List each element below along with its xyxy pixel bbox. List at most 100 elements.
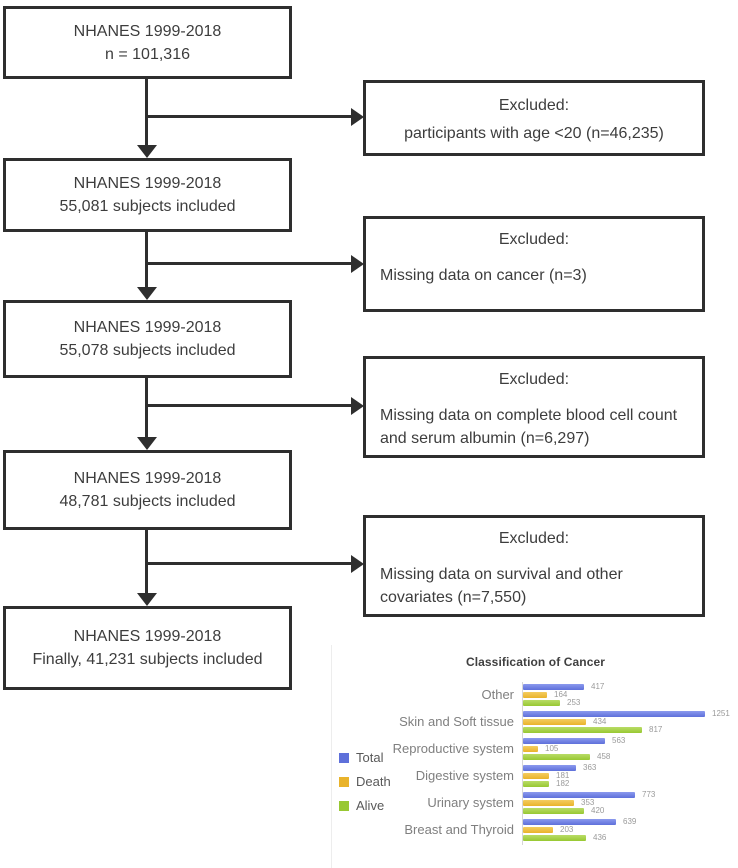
bar-total — [523, 737, 605, 744]
value-label: 639 — [623, 816, 637, 826]
legend-label: Total — [356, 750, 384, 765]
arrow-right-icon — [351, 397, 364, 415]
flow-box-line2: 48,781 subjects included — [59, 493, 236, 510]
excluded-box-age: Excluded: participants with age <20 (n=4… — [363, 80, 705, 156]
arrow-down-icon — [137, 593, 157, 606]
value-label: 1251 — [712, 708, 730, 718]
category-label: Skin and Soft tissue — [399, 714, 514, 729]
legend-swatch-icon — [339, 776, 349, 787]
value-label: 434 — [593, 716, 607, 726]
legend-item-death: Death — [339, 774, 391, 789]
bar-death — [523, 691, 547, 698]
flow-box-final-sample: NHANES 1999-2018 Finally, 41,231 subject… — [3, 606, 292, 690]
value-label: 363 — [583, 762, 597, 772]
value-label: 417 — [591, 681, 605, 691]
flow-box-step-4: NHANES 1999-2018 48,781 subjects include… — [3, 450, 292, 530]
bar-death — [523, 772, 549, 779]
bar-death — [523, 745, 538, 752]
legend-item-alive: Alive — [339, 798, 391, 813]
category-label: Breast and Thyroid — [404, 822, 514, 837]
chart-title: Classification of Cancer — [465, 655, 606, 669]
value-label: 203 — [560, 824, 574, 834]
excluded-title: Excluded: — [498, 231, 570, 248]
flow-box-line1: NHANES 1999-2018 — [73, 470, 222, 487]
flow-box-total-sample: NHANES 1999-2018 n = 101,316 — [3, 6, 292, 79]
chart-row: Breast and Thyroid 639 203 436 — [332, 816, 738, 843]
excluded-box-covariates-missing: Excluded: Missing data on survival and o… — [363, 515, 705, 617]
bar-total — [523, 683, 584, 690]
flow-box-line1: NHANES 1999-2018 — [73, 175, 222, 192]
value-label: 182 — [556, 778, 570, 788]
value-label: 773 — [642, 789, 656, 799]
value-label: 253 — [567, 697, 581, 707]
value-label: 181 — [556, 770, 570, 780]
bar-death — [523, 826, 553, 833]
value-label: 458 — [597, 751, 611, 761]
flow-box-step-2: NHANES 1999-2018 55,081 subjects include… — [3, 158, 292, 232]
excluded-box-cancer-missing: Excluded: Missing data on cancer (n=3) — [363, 216, 705, 312]
bar-alive — [523, 834, 586, 841]
connector-line — [145, 378, 148, 437]
category-label: Digestive system — [415, 768, 514, 783]
value-label: 105 — [545, 743, 559, 753]
arrow-right-icon — [351, 108, 364, 126]
bar-death — [523, 799, 574, 806]
bar-total — [523, 791, 635, 798]
excluded-title: Excluded: — [498, 97, 570, 114]
arrow-down-icon — [137, 287, 157, 300]
value-label: 563 — [612, 735, 626, 745]
value-label: 420 — [591, 805, 605, 815]
connector-line — [145, 79, 148, 145]
flow-box-line2: Finally, 41,231 subjects included — [32, 651, 263, 668]
value-label: 817 — [649, 724, 663, 734]
bar-death — [523, 718, 586, 725]
flow-box-step-3: NHANES 1999-2018 55,078 subjects include… — [3, 300, 292, 378]
legend-swatch-icon — [339, 800, 349, 811]
flow-box-line1: NHANES 1999-2018 — [73, 628, 222, 645]
excluded-detail: Missing data on cancer (n=3) — [380, 267, 587, 284]
connector-line — [146, 404, 352, 407]
value-label: 436 — [593, 832, 607, 842]
arrow-down-icon — [137, 437, 157, 450]
arrow-right-icon — [351, 555, 364, 573]
excluded-detail: participants with age <20 (n=46,235) — [404, 125, 664, 142]
bar-total — [523, 818, 616, 825]
legend-label: Death — [356, 774, 391, 789]
flow-box-line1: NHANES 1999-2018 — [73, 319, 222, 336]
bar-alive — [523, 780, 549, 787]
excluded-detail: Missing data on complete blood cell coun… — [380, 407, 678, 447]
bar-alive — [523, 699, 560, 706]
connector-line — [146, 562, 352, 565]
bar-total — [523, 710, 705, 717]
excluded-box-labs-missing: Excluded: Missing data on complete blood… — [363, 356, 705, 458]
connector-line — [145, 232, 148, 287]
arrow-down-icon — [137, 145, 157, 158]
excluded-title: Excluded: — [498, 530, 570, 547]
bar-group: 639 203 436 — [522, 816, 738, 842]
category-label: Urinary system — [427, 795, 514, 810]
bar-group: 1251 434 817 — [522, 708, 738, 734]
arrow-right-icon — [351, 255, 364, 273]
excluded-detail: Missing data on survival and other covar… — [380, 566, 623, 606]
value-label: 353 — [581, 797, 595, 807]
excluded-title: Excluded: — [498, 371, 570, 388]
legend-label: Alive — [356, 798, 385, 813]
flow-box-line1: NHANES 1999-2018 — [73, 22, 222, 40]
chart-row: Reproductive system 563 105 458 — [332, 735, 738, 762]
connector-line — [145, 530, 148, 593]
chart-axis-line — [522, 682, 523, 845]
category-label: Reproductive system — [392, 741, 514, 756]
value-label: 164 — [554, 689, 568, 699]
connector-line — [146, 262, 352, 265]
legend-swatch-icon — [339, 752, 349, 763]
